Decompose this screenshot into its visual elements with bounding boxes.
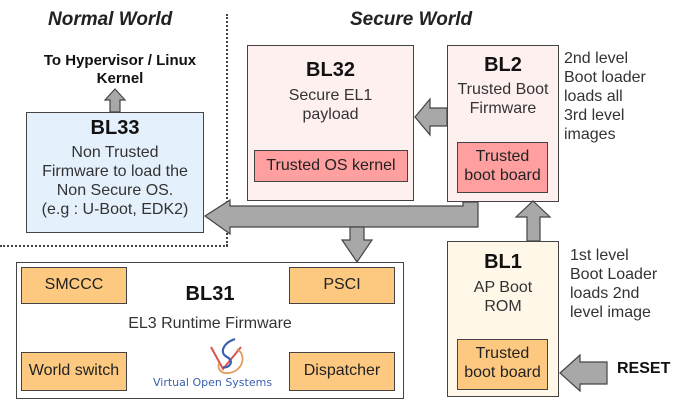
bl1-trusted-boot-board[interactable]: Trusted boot board	[457, 339, 548, 390]
dispatcher-label: Dispatcher	[303, 362, 381, 379]
arrow-bl2-to-bl33	[203, 198, 479, 236]
bl1-title: BL1	[484, 251, 522, 273]
world-switch-label: World switch	[28, 362, 120, 379]
logo-text: Virtual Open Systems	[153, 376, 273, 389]
bl1-inner-line-1: Trusted	[475, 345, 530, 362]
bl2-note: 2nd level Boot loader loads all 3rd leve…	[564, 49, 646, 144]
world-divider-vertical	[226, 14, 228, 246]
bl1-note-line-4: level image	[570, 304, 651, 321]
arrow-bl1-to-bl2	[514, 200, 552, 242]
bl32-line-1: Secure EL1	[288, 87, 373, 104]
bl33-box[interactable]: BL33 Non Trusted Firmware to load the No…	[26, 112, 204, 233]
bl1-note-line-1: 1st level	[570, 247, 629, 264]
bl32-line-2: payload	[302, 106, 359, 123]
trusted-os-kernel-label: Trusted OS kernel	[266, 157, 396, 174]
bl1-inner-line-2: boot board	[464, 364, 541, 381]
bl31-box[interactable]: BL31 EL3 Runtime Firmware SMCCC PSCI Wor…	[16, 262, 404, 399]
bl2-note-line-5: images	[564, 126, 616, 143]
reset-label: RESET	[617, 360, 671, 377]
bl1-line-1: AP Boot	[473, 279, 533, 296]
psci-module[interactable]: PSCI	[289, 267, 395, 304]
bl33-line-2: Firmware to load the	[42, 163, 188, 180]
bl2-line-1: Trusted Boot	[457, 81, 549, 98]
world-switch-module[interactable]: World switch	[21, 352, 127, 391]
secure-world-title: Secure World	[350, 9, 473, 30]
bl2-note-line-1: 2nd level	[564, 50, 629, 67]
bl1-line-2: ROM	[484, 298, 522, 315]
world-divider-horizontal	[0, 245, 228, 247]
bl2-note-line-3: loads all	[564, 88, 623, 105]
hypervisor-label: To Hypervisor / Linux Kernel	[20, 52, 220, 88]
bl2-note-line-2: Boot loader	[564, 69, 646, 86]
bl32-box[interactable]: BL32 Secure EL1 payload Trusted OS kerne…	[247, 45, 414, 201]
arrow-to-bl31	[340, 226, 374, 264]
bl2-line-2: Firmware	[469, 100, 537, 117]
bl2-trusted-boot-board[interactable]: Trusted boot board	[457, 142, 548, 193]
arrow-bl2-to-bl32	[414, 97, 448, 137]
bl31-subtitle: EL3 Runtime Firmware	[128, 315, 292, 332]
bl1-box[interactable]: BL1 AP Boot ROM Trusted boot board	[447, 241, 559, 397]
normal-world-title: Normal World	[48, 9, 173, 30]
bl1-note-line-3: loads 2nd	[570, 285, 640, 302]
hypervisor-label-text: To Hypervisor / Linux Kernel	[43, 52, 197, 87]
virtual-open-systems-logo-icon	[210, 337, 244, 375]
dispatcher-module[interactable]: Dispatcher	[289, 352, 395, 391]
bl2-inner-line-2: boot board	[464, 167, 541, 184]
smccc-label: SMCCC	[44, 276, 104, 293]
psci-label: PSCI	[323, 276, 361, 293]
bl32-title: BL32	[306, 59, 355, 81]
bl31-title: BL31	[185, 283, 235, 305]
bl1-note: 1st level Boot Loader loads 2nd level im…	[570, 246, 657, 322]
bl2-inner-line-1: Trusted	[475, 148, 530, 165]
bl1-note-line-2: Boot Loader	[570, 266, 658, 283]
arrow-reset-to-bl1	[559, 353, 608, 393]
smccc-module[interactable]: SMCCC	[21, 267, 127, 304]
bl2-title: BL2	[484, 54, 522, 76]
bl2-box[interactable]: BL2 Trusted Boot Firmware Trusted boot b…	[447, 45, 559, 202]
bl2-note-line-4: 3rd level	[564, 107, 625, 124]
bl33-line-1: Non Trusted	[71, 144, 159, 161]
bl33-title: BL33	[90, 117, 140, 139]
bl33-line-4: (e.g : U-Boot, EDK2)	[41, 201, 189, 218]
arrow-bl33-to-hypervisor	[103, 88, 127, 113]
bl33-line-3: Non Secure OS.	[56, 182, 174, 199]
trusted-os-kernel[interactable]: Trusted OS kernel	[254, 150, 408, 182]
